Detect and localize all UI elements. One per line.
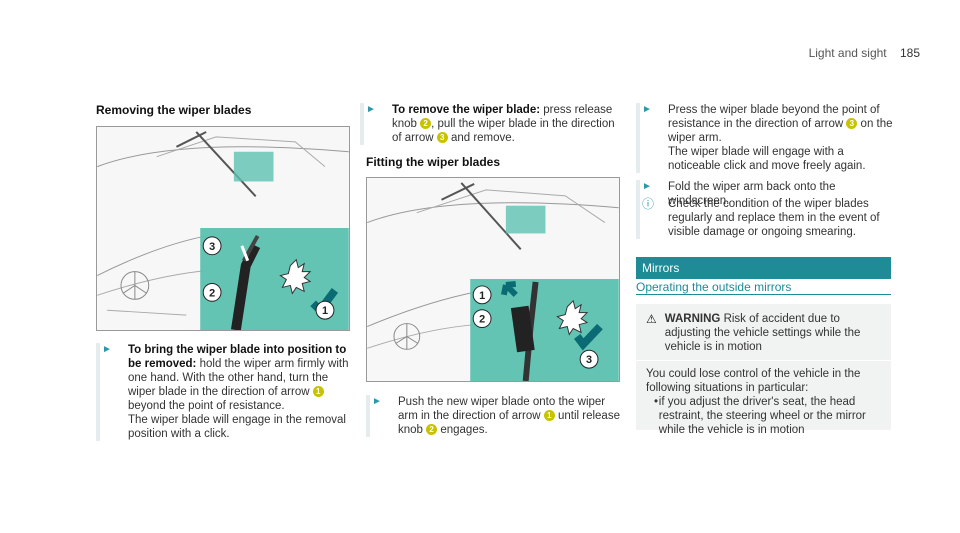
step-bar bbox=[96, 343, 100, 441]
callout-2: 2 bbox=[420, 118, 432, 129]
warning-bullet: • if you adjust the driver's seat, the h… bbox=[654, 395, 881, 437]
step-arrow-icon: ► bbox=[642, 181, 652, 192]
section-title: Light and sight bbox=[808, 46, 887, 60]
warning-label: WARNING bbox=[664, 313, 721, 325]
fig2-callout-3: 3 bbox=[586, 354, 592, 366]
car-illustration-2: 1 2 3 bbox=[367, 178, 619, 381]
subheading-underline bbox=[636, 294, 891, 295]
step-text: and remove. bbox=[450, 132, 515, 144]
step-text: The wiper blade will engage in the remov… bbox=[128, 414, 346, 440]
fig2-callout-2: 2 bbox=[479, 314, 485, 326]
step-bar bbox=[360, 103, 364, 145]
step-bar bbox=[366, 395, 370, 437]
callout-3: 3 bbox=[846, 118, 858, 129]
callout-2: 2 bbox=[426, 424, 438, 435]
step-press-blade: ► Press the wiper blade beyond the point… bbox=[636, 103, 897, 173]
step-bar bbox=[636, 180, 640, 208]
step-text: press release knob bbox=[392, 104, 613, 130]
step-fold-arm: ► Fold the wiper arm back onto the winds… bbox=[636, 180, 897, 208]
callout-1: 1 bbox=[312, 386, 324, 397]
step-arrow-icon: ► bbox=[642, 104, 652, 115]
step-arrow-icon: ► bbox=[372, 396, 382, 407]
fig2-callout-1: 1 bbox=[479, 290, 485, 302]
step-text: Press the wiper blade beyond the point o… bbox=[668, 104, 880, 130]
step-remove-blade: ► To remove the wiper blade: press relea… bbox=[360, 103, 621, 145]
warning-header: ⚠ WARNING Risk of accident due to adjust… bbox=[636, 304, 891, 361]
warning-title: Risk of accident due to adjusting the ve… bbox=[664, 313, 861, 353]
page-number: 185 bbox=[899, 46, 920, 60]
step-text: , pull the wiper blade in the direction … bbox=[392, 118, 615, 144]
step-push-new-blade: ► Push the new wiper blade onto the wipe… bbox=[366, 395, 622, 437]
step-text: The wiper blade will engage with a notic… bbox=[668, 146, 866, 172]
step-label: To bring the wiper blade into position t… bbox=[128, 344, 347, 370]
step-text: Push the new wiper blade onto the wiper … bbox=[398, 396, 606, 422]
car-illustration-1: 3 2 1 bbox=[97, 127, 349, 330]
heading-fitting: Fitting the wiper blades bbox=[366, 155, 501, 169]
step-label: To remove the wiper blade: bbox=[392, 104, 541, 116]
fig1-callout-2: 2 bbox=[209, 287, 215, 299]
step-bar bbox=[636, 103, 640, 173]
step-arrow-icon: ► bbox=[366, 104, 376, 115]
callout-1: 1 bbox=[543, 410, 555, 421]
warning-triangle-icon: ⚠ bbox=[646, 312, 657, 326]
page-header: Light and sight 185 bbox=[809, 46, 920, 60]
heading-removing: Removing the wiper blades bbox=[96, 103, 252, 117]
info-icon: ⓘ bbox=[642, 197, 655, 211]
step-text: engages. bbox=[440, 424, 488, 436]
fig1-callout-1: 1 bbox=[322, 305, 328, 317]
step-text: Fold the wiper arm back onto the windscr… bbox=[668, 181, 836, 207]
bullet-dot: • bbox=[654, 396, 659, 408]
warning-body-text: You could lose control of the vehicle in… bbox=[646, 368, 861, 394]
step-text: until release knob bbox=[398, 410, 620, 436]
warning-body: You could lose control of the vehicle in… bbox=[636, 361, 891, 441]
step-text: hold the wiper arm firmly with one hand.… bbox=[128, 358, 349, 398]
step-bring-to-position: ► To bring the wiper blade into position… bbox=[96, 343, 352, 441]
step-bar bbox=[636, 197, 640, 239]
step-text: on the wiper arm. bbox=[668, 118, 893, 144]
callout-3: 3 bbox=[436, 132, 448, 143]
section-band-mirrors: Mirrors bbox=[636, 257, 891, 279]
warning-bullet-text: if you adjust the driver's seat, the hea… bbox=[658, 396, 866, 436]
info-text: Check the condition of the wiper blades … bbox=[668, 198, 880, 238]
subheading-outside-mirrors: Operating the outside mirrors bbox=[636, 280, 792, 294]
info-note: ⓘ Check the condition of the wiper blade… bbox=[636, 197, 897, 239]
warning-box: ⚠ WARNING Risk of accident due to adjust… bbox=[636, 304, 891, 436]
figure-removing-wiper: 3 2 1 bbox=[96, 126, 350, 331]
fig1-callout-3: 3 bbox=[209, 241, 215, 253]
step-text: beyond the point of resistance. bbox=[128, 400, 285, 412]
figure-fitting-wiper: 1 2 3 bbox=[366, 177, 620, 382]
step-arrow-icon: ► bbox=[102, 344, 112, 355]
